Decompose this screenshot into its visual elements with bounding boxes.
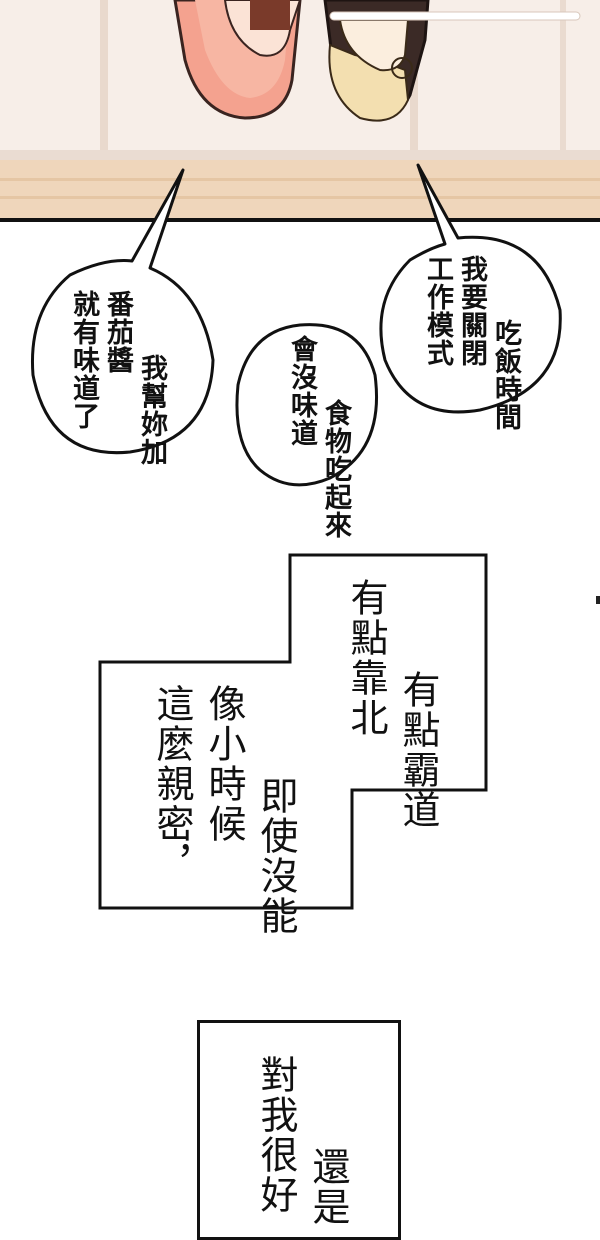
narration-box1-text: 有點霸道有點靠北 xyxy=(340,578,496,830)
bubble-right-top-line-1: 吃飯時間 xyxy=(490,319,521,431)
narration-box3-line-1: 還是 xyxy=(306,1147,350,1227)
narration-box1-line-2: 有點靠北 xyxy=(344,578,388,738)
bubble-right-bottom-text: 食物吃起來會沒味道 xyxy=(284,335,386,539)
speech-bubbles-art xyxy=(30,163,562,487)
bubble-right-bottom-line-2: 會沒味道 xyxy=(286,335,317,447)
narration-box3-text: 還是對我很好 xyxy=(250,1055,406,1227)
bubble-right-top-line-2: 我要關閉 xyxy=(456,255,487,367)
narration-box3 xyxy=(197,1020,401,1240)
narration-box2-line-3: 這麼親密， xyxy=(150,684,194,884)
narration-box3-line-2: 對我很好 xyxy=(254,1055,298,1215)
bubble-left-line-2: 番茄醬 xyxy=(102,290,133,374)
narration-box2-line-2: 像小時候 xyxy=(202,684,246,844)
speech-bubble-left xyxy=(30,168,215,455)
narration-box1-line-1: 有點霸道 xyxy=(396,670,440,830)
speech-bubble-right-bottom xyxy=(235,323,379,487)
bubble-right-bottom-line-1: 食物吃起來 xyxy=(320,399,351,539)
bubble-left-text: 我幫妳加番茄醬就有味道了 xyxy=(66,290,202,466)
narration-boxes-art xyxy=(98,553,488,910)
illustration-panel xyxy=(0,0,600,222)
bubble-left-line-3: 就有味道了 xyxy=(68,290,99,430)
narration-box2-text: 即使沒能像小時候這麼親密， xyxy=(146,684,354,936)
bubble-left-line-1: 我幫妳加 xyxy=(136,354,167,466)
illustration-art xyxy=(0,0,600,218)
bubble-right-top-text: 吃飯時間我要關閉工作模式 xyxy=(420,255,556,431)
bubble-right-top-line-3: 工作模式 xyxy=(422,255,453,367)
edge-mark xyxy=(596,596,600,604)
narration-box-combined xyxy=(98,553,488,910)
speech-bubble-right-top xyxy=(379,163,562,414)
narration-box2-line-1: 即使沒能 xyxy=(254,776,298,936)
